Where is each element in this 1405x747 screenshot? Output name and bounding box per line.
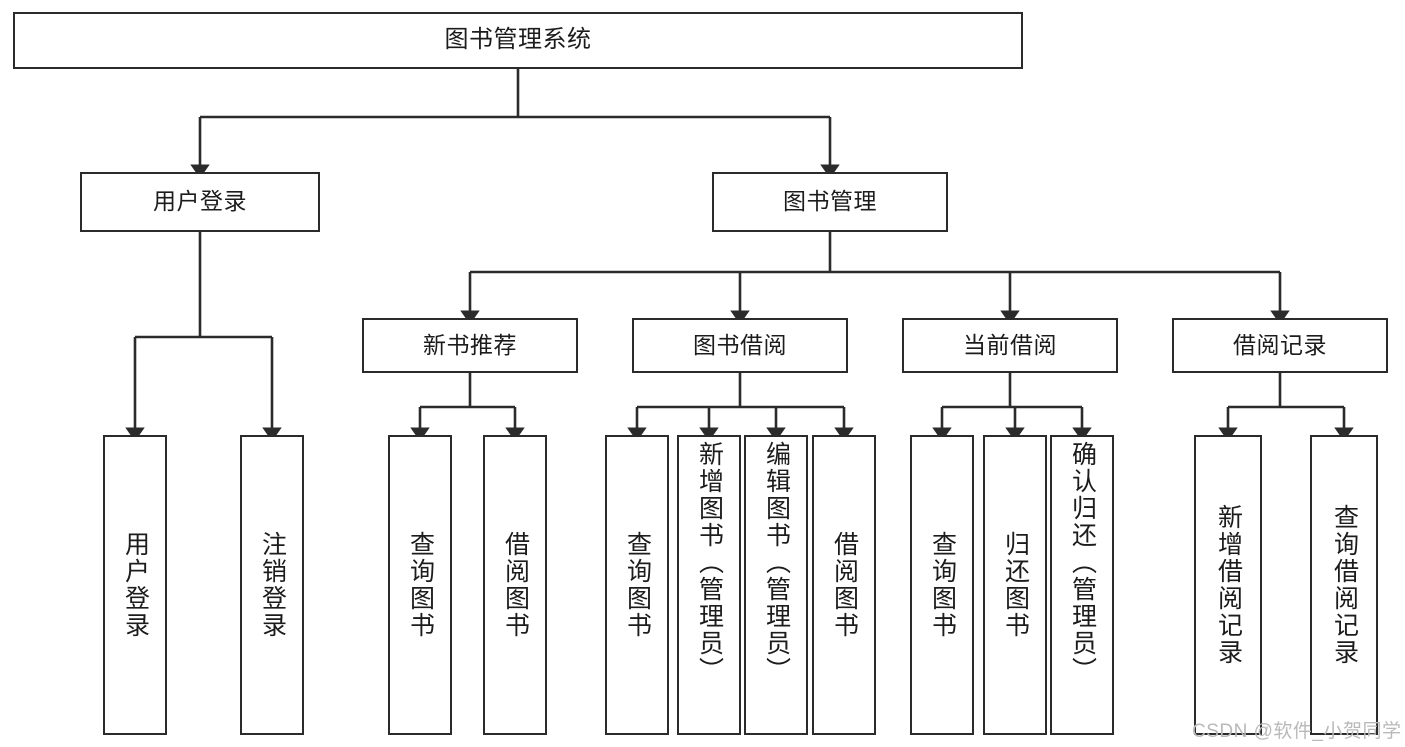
- node-label: 查询图书: [928, 531, 957, 639]
- node-label: 新书推荐: [423, 331, 517, 358]
- node-bookmgmt[interactable]: 图书管理: [712, 172, 948, 232]
- node-l-query3[interactable]: 查询图书: [910, 435, 974, 735]
- node-l-query1[interactable]: 查询图书: [388, 435, 452, 735]
- node-l-logout[interactable]: 注销登录: [240, 435, 304, 735]
- edge-group: [125, 69, 1354, 442]
- node-l-queryrec[interactable]: 查询借阅记录: [1310, 435, 1378, 735]
- node-label: 确认归还（管理员）: [1068, 441, 1097, 684]
- node-label: 查询图书: [623, 531, 652, 639]
- node-label: 图书管理系统: [444, 26, 592, 54]
- node-l-borrow1[interactable]: 借阅图书: [483, 435, 547, 735]
- node-l-query2[interactable]: 查询图书: [605, 435, 669, 735]
- node-label: 新增图书（管理员）: [695, 441, 724, 684]
- node-l-addrec[interactable]: 新增借阅记录: [1194, 435, 1262, 735]
- node-label: 图书管理: [783, 188, 877, 215]
- node-l-confirm[interactable]: 确认归还（管理员）: [1050, 435, 1114, 735]
- node-root[interactable]: 图书管理系统: [13, 12, 1023, 69]
- node-label: 借阅图书: [830, 531, 859, 639]
- node-label: 图书借阅: [693, 331, 787, 358]
- node-current[interactable]: 当前借阅: [902, 318, 1118, 373]
- node-l-edit[interactable]: 编辑图书（管理员）: [744, 435, 808, 735]
- node-label: 借阅记录: [1233, 331, 1327, 358]
- node-label: 编辑图书（管理员）: [762, 441, 791, 684]
- node-borrow[interactable]: 图书借阅: [632, 318, 848, 373]
- node-label: 当前借阅: [963, 331, 1057, 358]
- node-records[interactable]: 借阅记录: [1172, 318, 1388, 373]
- node-newbook[interactable]: 新书推荐: [362, 318, 578, 373]
- node-l-add[interactable]: 新增图书（管理员）: [677, 435, 741, 735]
- node-label: 用户登录: [121, 531, 150, 639]
- node-label: 新增借阅记录: [1214, 504, 1243, 666]
- node-label: 查询图书: [406, 531, 435, 639]
- node-label: 借阅图书: [501, 531, 530, 639]
- node-l-login[interactable]: 用户登录: [103, 435, 167, 735]
- node-label: 归还图书: [1001, 531, 1030, 639]
- node-login[interactable]: 用户登录: [80, 172, 320, 232]
- node-label: 查询借阅记录: [1330, 504, 1359, 666]
- node-l-return[interactable]: 归还图书: [983, 435, 1047, 735]
- node-label: 用户登录: [153, 188, 247, 215]
- node-label: 注销登录: [258, 531, 287, 639]
- node-l-borrow2[interactable]: 借阅图书: [812, 435, 876, 735]
